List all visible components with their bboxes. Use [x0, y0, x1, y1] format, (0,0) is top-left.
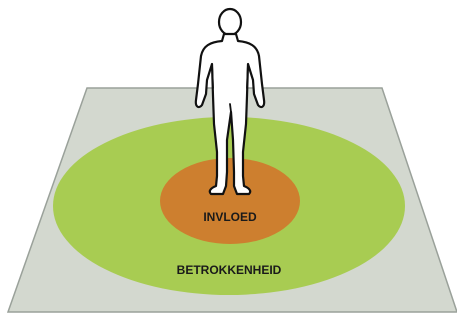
outer-zone-label: BETROKKENHEID	[177, 263, 282, 277]
inner-zone-ellipse	[160, 158, 300, 244]
inner-zone-label: INVLOED	[203, 210, 257, 224]
